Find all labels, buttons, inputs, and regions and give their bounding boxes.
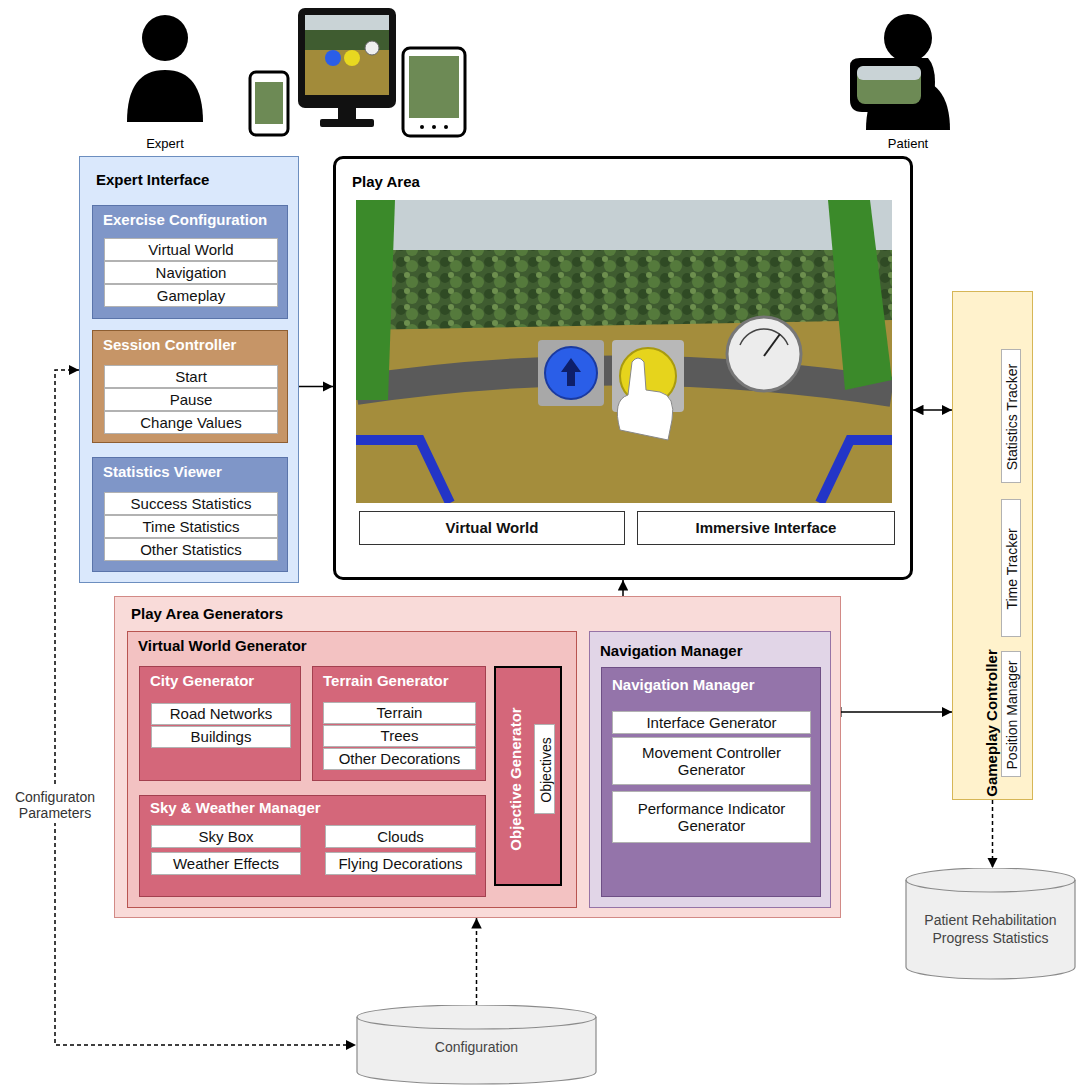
item-box: Pause (104, 388, 278, 411)
item-box: Success Statistics (104, 492, 278, 515)
item-label: Position Manager (1004, 661, 1020, 770)
group-title: Virtual World Generator (138, 637, 307, 654)
group-box: Navigation ManagerNavigation ManagerInte… (589, 631, 831, 908)
item-box: Flying Decorations (325, 852, 476, 875)
item-label: Clouds (377, 828, 424, 845)
devices-icon (250, 8, 465, 136)
item-label: Sky Box (198, 828, 253, 845)
item-label: Other Decorations (339, 750, 461, 767)
connector-arrow (992, 800, 994, 868)
item-label: Buildings (191, 728, 252, 745)
item-box: Sky Box (151, 825, 301, 848)
item-box: Trees (323, 725, 476, 747)
group-title: Gameplay Controller (983, 649, 1000, 797)
item-label: Terrain (377, 704, 423, 721)
item-box: Time Statistics (104, 515, 278, 538)
item-box: Navigation (104, 261, 278, 284)
item-box: Change Values (104, 411, 278, 434)
group-box: Sky & Weather ManagerSky Box CloudsWeathe… (139, 795, 486, 897)
item-label: Trees (381, 727, 419, 744)
item-label: Statistics Tracker (1004, 364, 1020, 471)
store-label: Configuration (362, 1039, 591, 1057)
connector-arrow (476, 918, 478, 1005)
item-label: Virtual World (148, 241, 233, 258)
item-box: Performance Indicator Generator (612, 791, 811, 843)
item-label: Objectives (538, 737, 554, 802)
group-box: Virtual World GeneratorCity GeneratorRoa… (127, 631, 577, 908)
group-title: Objective Generator (507, 707, 524, 850)
item-box: Virtual World (104, 238, 278, 261)
group-title: Terrain Generator (323, 672, 449, 689)
item-box: Other Decorations (323, 748, 476, 770)
store-label: Patient Rehabilitation Progress Statisti… (911, 912, 1070, 947)
item-label: Immersive Interface (696, 519, 837, 536)
item-box: Weather Effects (151, 852, 301, 875)
item-label: Start (175, 368, 207, 385)
item-label: Virtual World (446, 519, 539, 536)
group-title: Play Area Generators (131, 605, 283, 622)
section-box: Immersive Interface (637, 511, 895, 545)
vertical-group-box: Gameplay Controller Statistics TrackerTim… (952, 291, 1033, 800)
vertical-group-box: Objective Generator Objectives (494, 666, 562, 886)
item-label: Movement Controller Generator (617, 744, 806, 779)
actor-label: Expert (125, 136, 205, 151)
item-box: Road Networks (151, 703, 291, 725)
item-label: Success Statistics (131, 495, 252, 512)
vertical-item-box: Statistics Tracker (1001, 349, 1021, 483)
item-label: Time Tracker (1004, 528, 1020, 609)
actor-label: Patient (868, 136, 948, 151)
item-label: Navigation (156, 264, 227, 281)
group-box: Exercise ConfigurationVirtual WorldNavig… (92, 205, 288, 319)
group-box: Terrain GeneratorTerrainTreesOther Decor… (312, 666, 486, 781)
item-box: Interface Generator (612, 711, 811, 734)
connector-arrow (622, 580, 624, 596)
item-label: Road Networks (170, 705, 273, 722)
group-title: Exercise Configuration (103, 211, 267, 228)
item-box: Clouds (325, 825, 476, 848)
group-title: Session Controller (103, 336, 236, 353)
item-label: Flying Decorations (338, 855, 462, 872)
item-label: Change Values (140, 414, 241, 431)
game-screenshot (356, 200, 892, 503)
connector-arrow (913, 409, 952, 411)
vertical-item-box: Objectives (534, 724, 555, 814)
patient-icon (850, 14, 950, 130)
item-label: Weather Effects (173, 855, 279, 872)
group-title: Statistics Viewer (103, 463, 222, 480)
group-title: Expert Interface (96, 171, 209, 188)
item-label: Time Statistics (143, 518, 240, 535)
item-label: Other Statistics (140, 541, 242, 558)
vertical-item-box: Time Tracker (1001, 499, 1021, 637)
item-box: Terrain (323, 702, 476, 724)
group-box: City GeneratorRoad NetworksBuildings (139, 666, 301, 781)
group-title: Play Area (352, 173, 420, 190)
item-box: Other Statistics (104, 538, 278, 561)
item-label: Pause (170, 391, 213, 408)
connector-label: Configuraton Parameters (7, 787, 103, 823)
vertical-item-box: Position Manager (1001, 651, 1021, 777)
item-label: Interface Generator (646, 714, 776, 731)
connector-arrow (831, 711, 952, 713)
group-box: Expert InterfaceExercise ConfigurationVi… (79, 156, 299, 583)
item-box: Buildings (151, 726, 291, 748)
item-label: Performance Indicator Generator (617, 800, 806, 835)
group-title: City Generator (150, 672, 254, 689)
group-box: Play Area GeneratorsVirtual World Genera… (114, 596, 841, 918)
group-box: Statistics ViewerSuccess StatisticsTime … (92, 457, 288, 572)
item-box: Start (104, 365, 278, 388)
item-label: Gameplay (157, 287, 225, 304)
group-title: Navigation Manager (612, 676, 755, 693)
item-box: Gameplay (104, 284, 278, 307)
database-cylinder: Patient Rehabilitation Progress Statisti… (905, 868, 1076, 980)
database-cylinder: Configuration (356, 1005, 597, 1085)
group-title: Navigation Manager (600, 642, 743, 659)
group-box: Navigation ManagerInterface GeneratorMov… (601, 667, 821, 897)
play-area-box: Play AreaVirtual World Immersive Interfac… (333, 156, 913, 580)
group-box: Session ControllerStartPauseChange Value… (92, 330, 288, 443)
item-box: Movement Controller Generator (612, 737, 811, 785)
expert-icon (127, 15, 203, 122)
section-box: Virtual World (359, 511, 625, 545)
group-title: Sky & Weather Manager (150, 799, 321, 816)
